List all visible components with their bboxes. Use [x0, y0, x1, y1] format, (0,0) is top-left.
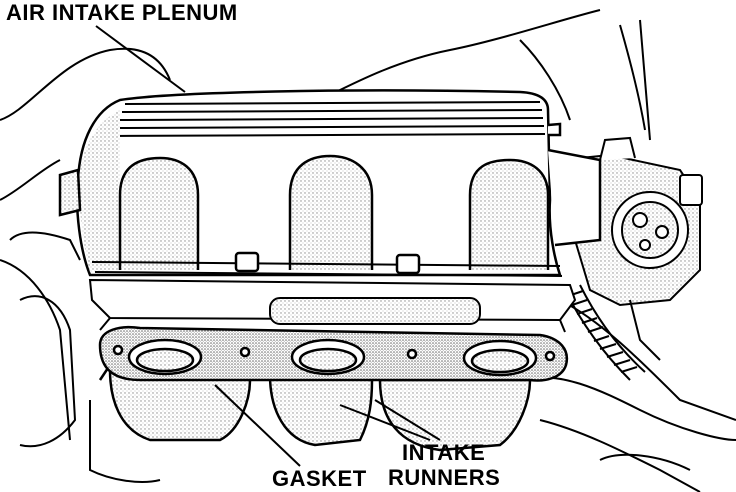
leader-lines: [95, 25, 441, 467]
gasket: [98, 326, 569, 382]
gasket-label: GASKET: [272, 466, 367, 491]
air-intake-plenum: [58, 89, 602, 277]
intake-runners: [98, 349, 532, 452]
intake-runners-label-line1: INTAKE: [402, 440, 486, 465]
air-intake-plenum-label: AIR INTAKE PLENUM: [6, 0, 238, 25]
intake-runners-label-line2: RUNNERS: [388, 465, 501, 490]
manifold-flange: [88, 278, 577, 333]
